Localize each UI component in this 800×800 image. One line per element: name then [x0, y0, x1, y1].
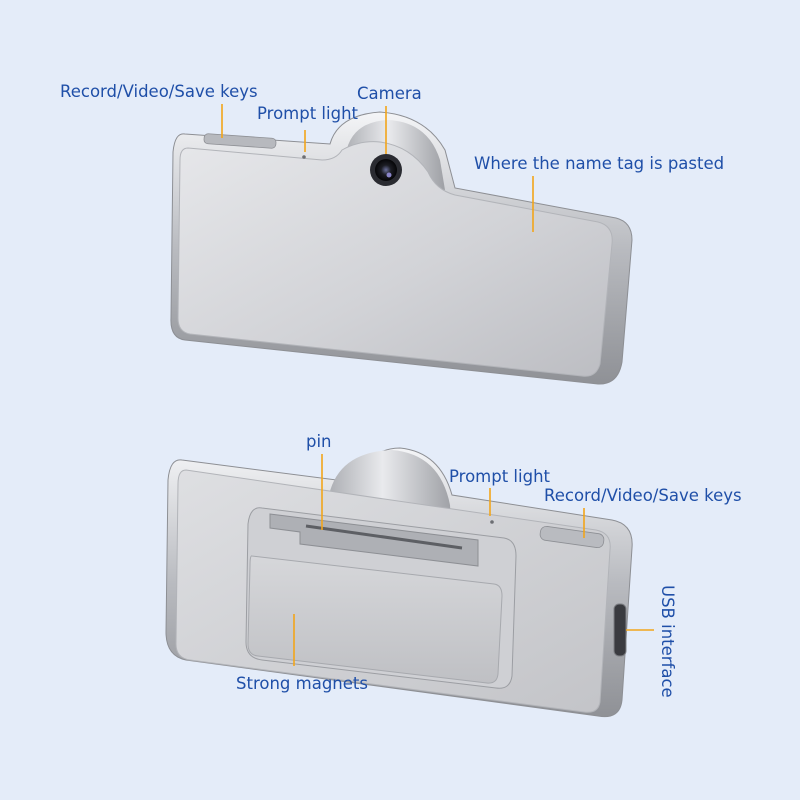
camera-lens-glint	[386, 172, 392, 178]
back-prompt-light	[490, 520, 494, 524]
usb-port	[613, 603, 627, 657]
label-camera: Camera	[357, 84, 422, 103]
label-record-keys-top: Record/Video/Save keys	[60, 82, 258, 101]
leader-lines	[221, 104, 654, 666]
label-name-tag: Where the name tag is pasted	[474, 154, 725, 173]
pin-bar	[305, 524, 463, 550]
label-pin: pin	[306, 432, 332, 451]
front-prompt-light	[302, 155, 306, 159]
label-prompt-light-top: Prompt light	[257, 104, 359, 123]
front-face-panel	[177, 141, 613, 377]
front-view-device	[170, 111, 633, 385]
back-record-key	[539, 525, 605, 549]
label-strong-magnets: Strong magnets	[236, 674, 368, 693]
label-prompt-light-bottom: Prompt light	[449, 467, 551, 486]
label-usb-interface: USB interface	[658, 585, 677, 698]
camera-lens	[375, 159, 397, 181]
back-view-device	[165, 447, 633, 718]
label-record-keys-bottom: Record/Video/Save keys	[544, 486, 742, 505]
magnet-block	[247, 555, 503, 684]
